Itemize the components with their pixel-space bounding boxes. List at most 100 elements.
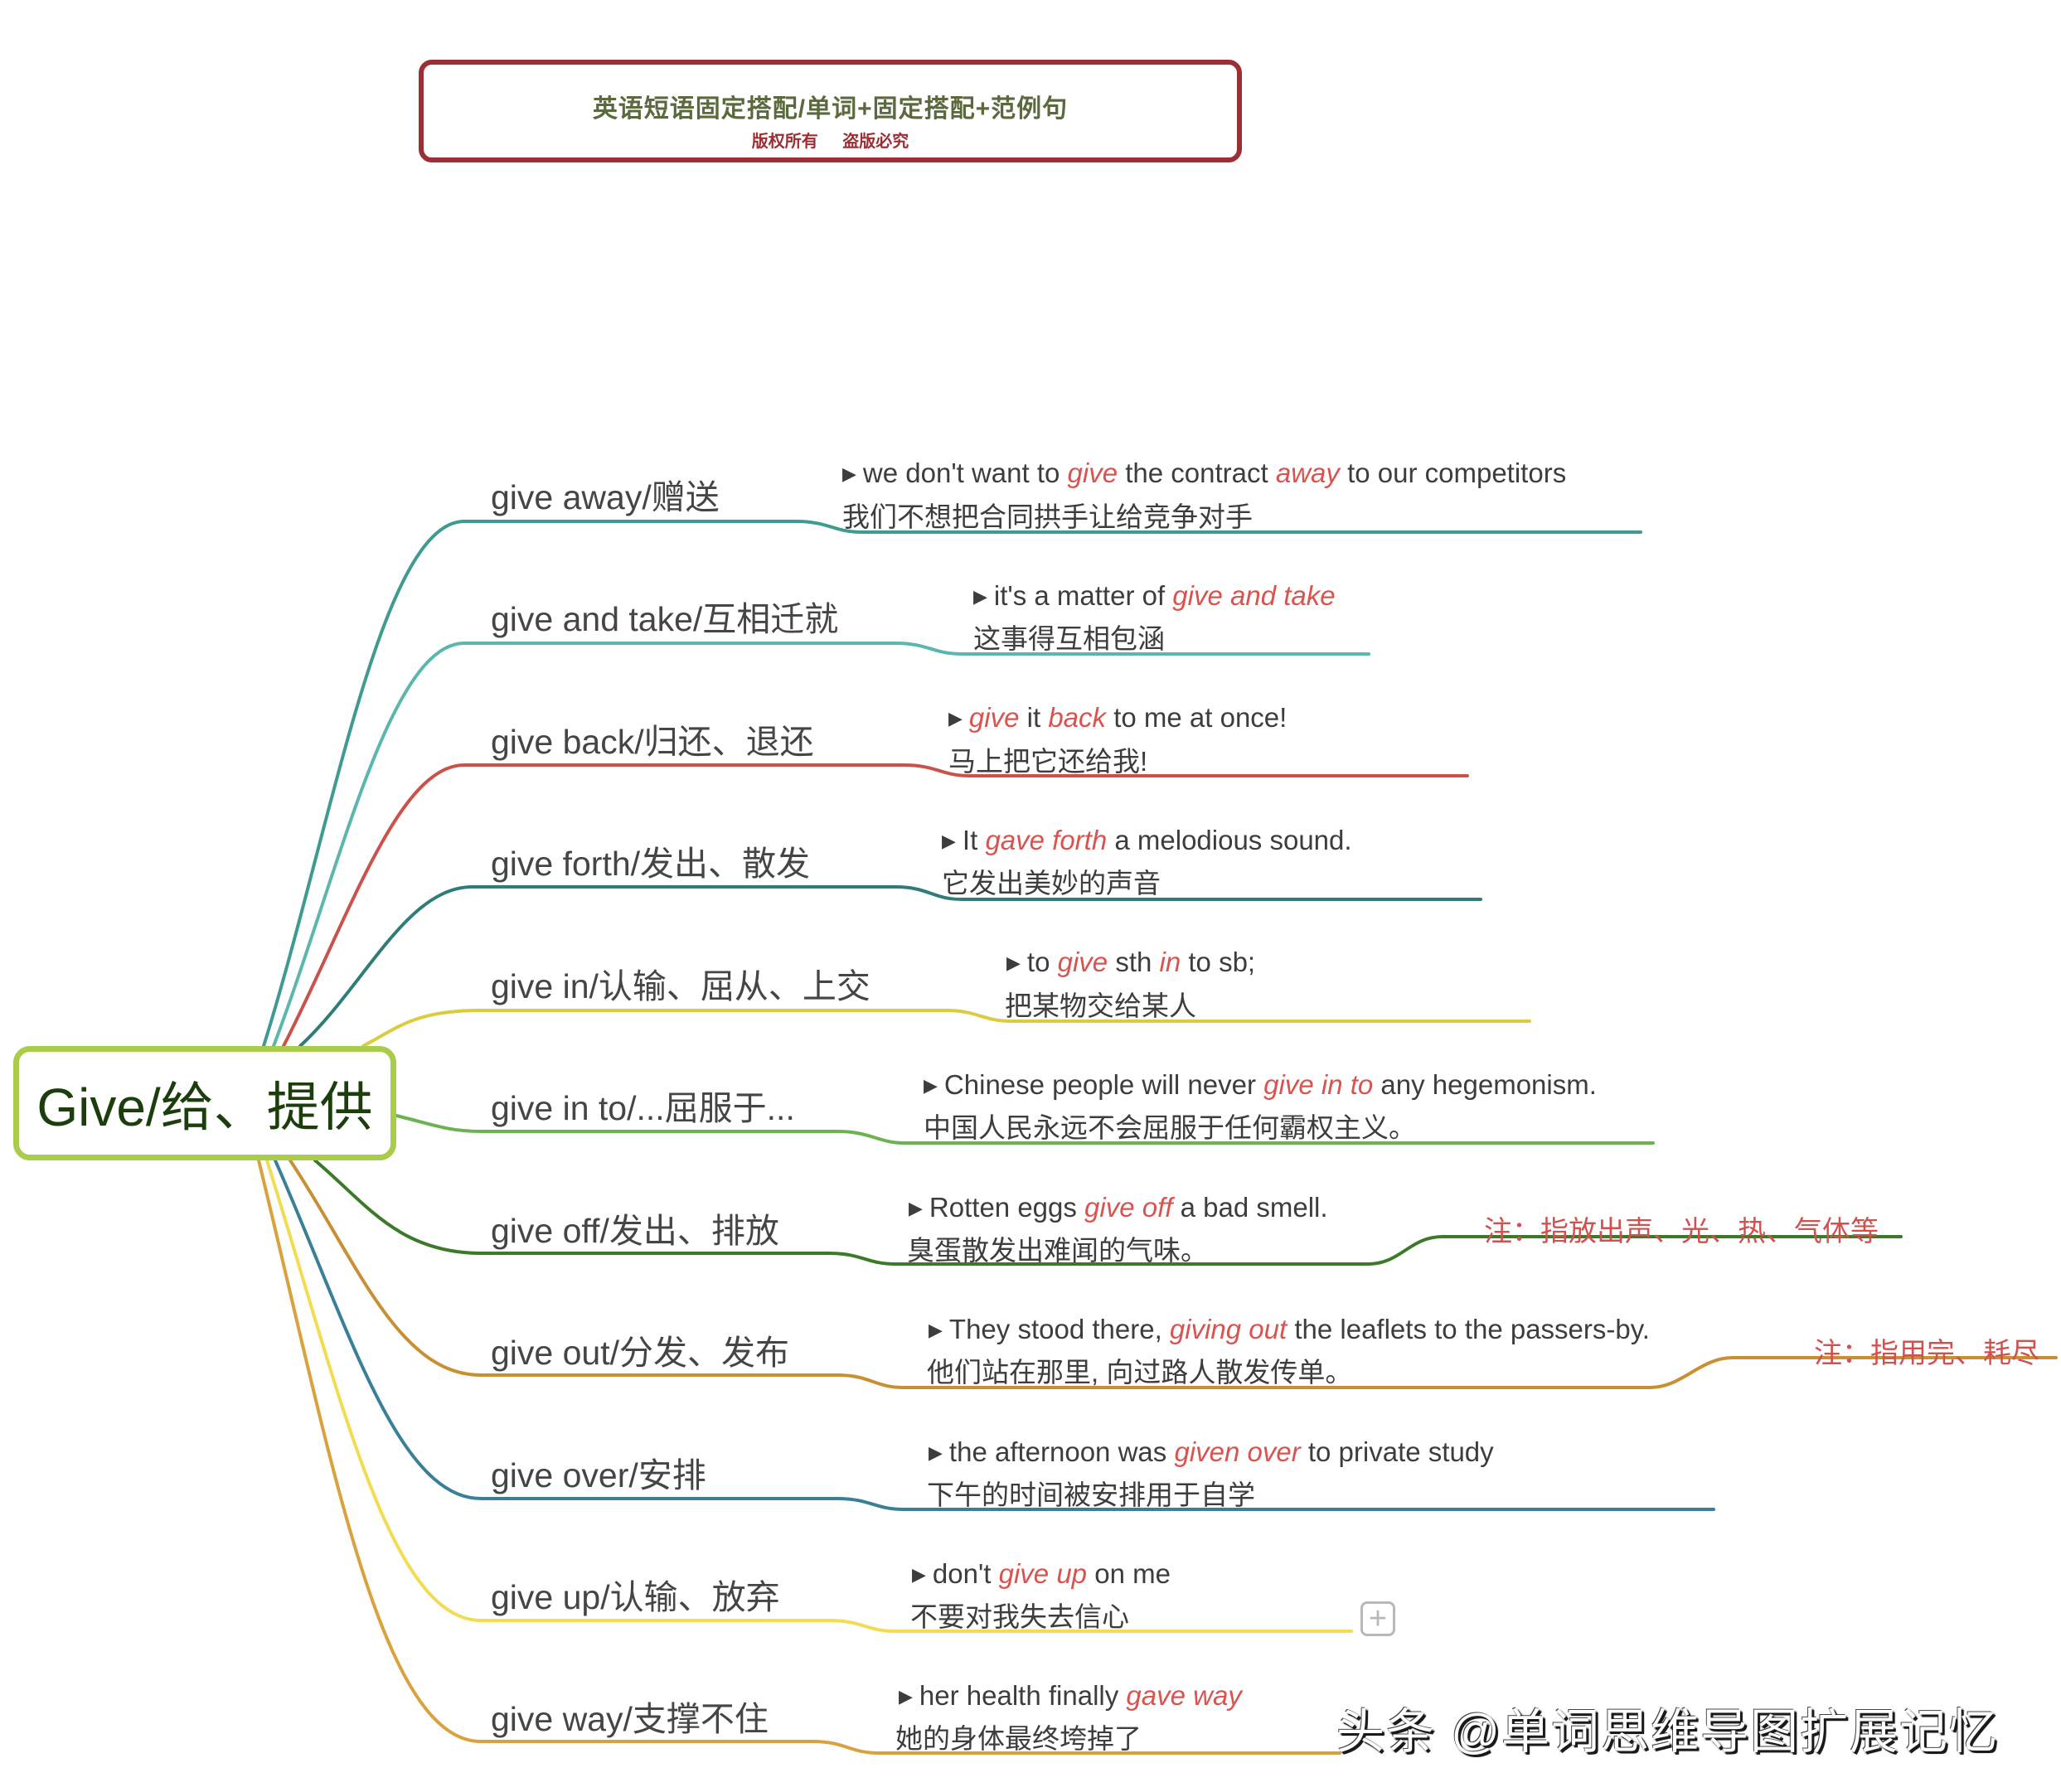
- connector-give-back: [282, 763, 1469, 1048]
- copyright-left: 版权所有: [751, 133, 818, 151]
- branch-give-and-take[interactable]: give and take/互相迁就: [491, 600, 839, 638]
- example-text: sth: [1108, 947, 1160, 977]
- highlighted-phrase: back: [1048, 702, 1107, 733]
- note-give-out: 注：指用完、耗尽: [1814, 1338, 2039, 1369]
- example-text: to private study: [1300, 1436, 1494, 1467]
- highlighted-phrase: give up: [998, 1558, 1088, 1589]
- example-zh-give-out: 他们站在那里, 向过路人散发传单。: [927, 1357, 1353, 1388]
- highlighted-phrase: give: [968, 702, 1020, 733]
- example-zh-give-away: 我们不想把合同拱手让给竞争对手: [842, 501, 1253, 532]
- branch-give-off[interactable]: give off/发出、排放: [491, 1212, 779, 1250]
- central-topic-label: Give/给、提供: [36, 1078, 373, 1137]
- example-zh-give-way: 她的身体最终垮掉了: [895, 1723, 1142, 1754]
- example-zh-give-over: 下午的时间被安排用于自学: [927, 1480, 1255, 1510]
- connector-give-in: [361, 1009, 1531, 1048]
- highlighted-phrase: gave forth: [985, 825, 1108, 855]
- branch-give-out[interactable]: give out/分发、发布: [491, 1334, 789, 1372]
- highlighted-phrase: give: [1057, 947, 1108, 977]
- example-zh-give-off: 臭蛋散发出难闻的气味。: [907, 1235, 1208, 1266]
- example-en-give-in-to: ▶Chinese people will never give in to an…: [924, 1069, 1597, 1101]
- branch-give-away[interactable]: give away/赠送: [491, 478, 720, 516]
- connector-give-in-to: [395, 1114, 1655, 1145]
- bullet-triangle-icon: ▶: [929, 1442, 943, 1463]
- example-text: it's a matter of: [993, 580, 1173, 611]
- branch-give-in-to[interactable]: give in to/...屈服于...: [491, 1089, 795, 1127]
- branch-give-way[interactable]: give way/支撑不住: [491, 1700, 769, 1738]
- example-text: don't: [932, 1558, 999, 1589]
- expand-branch-button[interactable]: +: [1360, 1601, 1395, 1636]
- example-text: to: [1026, 947, 1058, 977]
- highlighted-phrase: give: [1067, 458, 1118, 488]
- connector-give-out: [289, 1159, 2058, 1389]
- branch-give-back[interactable]: give back/归还、退还: [491, 723, 814, 761]
- highlighted-phrase: give and take: [1172, 580, 1336, 611]
- note-give-off: 注：指放出声、光、热、气体等: [1484, 1216, 1879, 1247]
- plus-icon: +: [1368, 1601, 1388, 1636]
- central-topic-node[interactable]: Give/给、提供: [13, 1046, 396, 1160]
- connector-give-and-take: [272, 642, 1370, 1048]
- example-text: the contract: [1118, 458, 1276, 488]
- connector-give-away: [262, 520, 1642, 1048]
- connector-give-over: [274, 1159, 1715, 1511]
- highlighted-phrase: give in to: [1263, 1069, 1374, 1100]
- highlighted-phrase: giving out: [1169, 1314, 1288, 1344]
- copyright-notice: 版权所有 盗版必究: [424, 128, 1237, 152]
- example-zh-give-in-to: 中国人民永远不会屈服于任何霸权主义。: [924, 1112, 1416, 1143]
- example-text: a melodious sound.: [1107, 825, 1352, 855]
- example-en-give-out: ▶They stood there, giving out the leafle…: [929, 1314, 1650, 1345]
- example-en-give-up: ▶ don't give up on me: [912, 1558, 1171, 1590]
- branch-give-in[interactable]: give in/认输、屈从、上交: [491, 967, 870, 1005]
- bullet-triangle-icon: ▶: [924, 1075, 938, 1096]
- bullet-triangle-icon: ▶: [942, 831, 956, 851]
- example-zh-give-forth: 它发出美妙的声音: [942, 868, 1161, 898]
- example-en-give-forth: ▶ It gave forth a melodious sound.: [942, 825, 1352, 856]
- highlighted-phrase: give off: [1084, 1192, 1173, 1223]
- example-text: It: [962, 825, 986, 855]
- bullet-triangle-icon: ▶: [948, 708, 963, 729]
- example-text: to our competitors: [1339, 458, 1567, 488]
- example-en-give-off: ▶ Rotten eggs give off a bad smell.: [909, 1192, 1328, 1223]
- watermark: 头条 @单词思维导图扩展记忆: [1336, 1705, 1999, 1759]
- example-en-give-way: ▶her health finally gave way: [899, 1680, 1242, 1712]
- example-en-give-and-take: ▶it's a matter of give and take: [973, 580, 1336, 612]
- branch-give-forth[interactable]: give forth/发出、散发: [491, 845, 811, 883]
- example-zh-give-back: 马上把它还给我!: [948, 746, 1148, 777]
- example-text: we don't want to: [862, 458, 1068, 488]
- example-text: to me at once!: [1106, 702, 1288, 733]
- connector-give-up: [265, 1159, 1353, 1633]
- example-en-give-back: ▶give it back to me at once!: [948, 702, 1287, 734]
- example-zh-give-up: 不要对我失去信心: [910, 1601, 1129, 1632]
- bullet-triangle-icon: ▶: [1006, 952, 1021, 973]
- bullet-triangle-icon: ▶: [842, 463, 856, 484]
- copyright-right: 盗版必究: [842, 133, 909, 151]
- title-text: 英语短语固定搭配/单词+固定搭配+范例句: [592, 95, 1069, 123]
- bullet-triangle-icon: ▶: [899, 1686, 913, 1707]
- example-text: a bad smell.: [1172, 1192, 1328, 1223]
- highlighted-phrase: given over: [1174, 1436, 1301, 1467]
- example-text: any hegemonism.: [1373, 1069, 1597, 1100]
- example-en-give-over: ▶the afternoon was given over to private…: [929, 1436, 1494, 1468]
- bullet-triangle-icon: ▶: [929, 1320, 943, 1340]
- example-zh-give-and-take: 这事得互相包涵: [973, 623, 1165, 654]
- example-en-give-away: ▶we don't want to give the contract away…: [842, 458, 1566, 489]
- connector-give-way: [257, 1159, 1341, 1755]
- example-text: Rotten eggs: [929, 1192, 1085, 1223]
- bullet-triangle-icon: ▶: [909, 1198, 923, 1218]
- example-text: the leaflets to the passers-by.: [1287, 1314, 1650, 1344]
- example-zh-give-in: 把某物交给某人: [1005, 990, 1196, 1021]
- example-text: to sb;: [1181, 947, 1256, 977]
- branch-give-over[interactable]: give over/安排: [491, 1456, 706, 1494]
- example-text: it: [1019, 702, 1049, 733]
- example-text: They stood there,: [948, 1314, 1170, 1344]
- example-text: her health finally: [919, 1680, 1127, 1711]
- example-text: the afternoon was: [948, 1436, 1175, 1467]
- title-card: 英语短语固定搭配/单词+固定搭配+范例句 版权所有 盗版必究: [419, 60, 1242, 162]
- connector-give-off: [313, 1159, 1903, 1266]
- example-en-give-in: ▶to give sth in to sb;: [1006, 947, 1255, 978]
- highlighted-phrase: in: [1159, 947, 1181, 977]
- bullet-triangle-icon: ▶: [912, 1564, 926, 1585]
- branch-give-up[interactable]: give up/认输、放弃: [491, 1578, 780, 1616]
- connector-give-forth: [298, 885, 1482, 1048]
- example-text: on me: [1087, 1558, 1171, 1589]
